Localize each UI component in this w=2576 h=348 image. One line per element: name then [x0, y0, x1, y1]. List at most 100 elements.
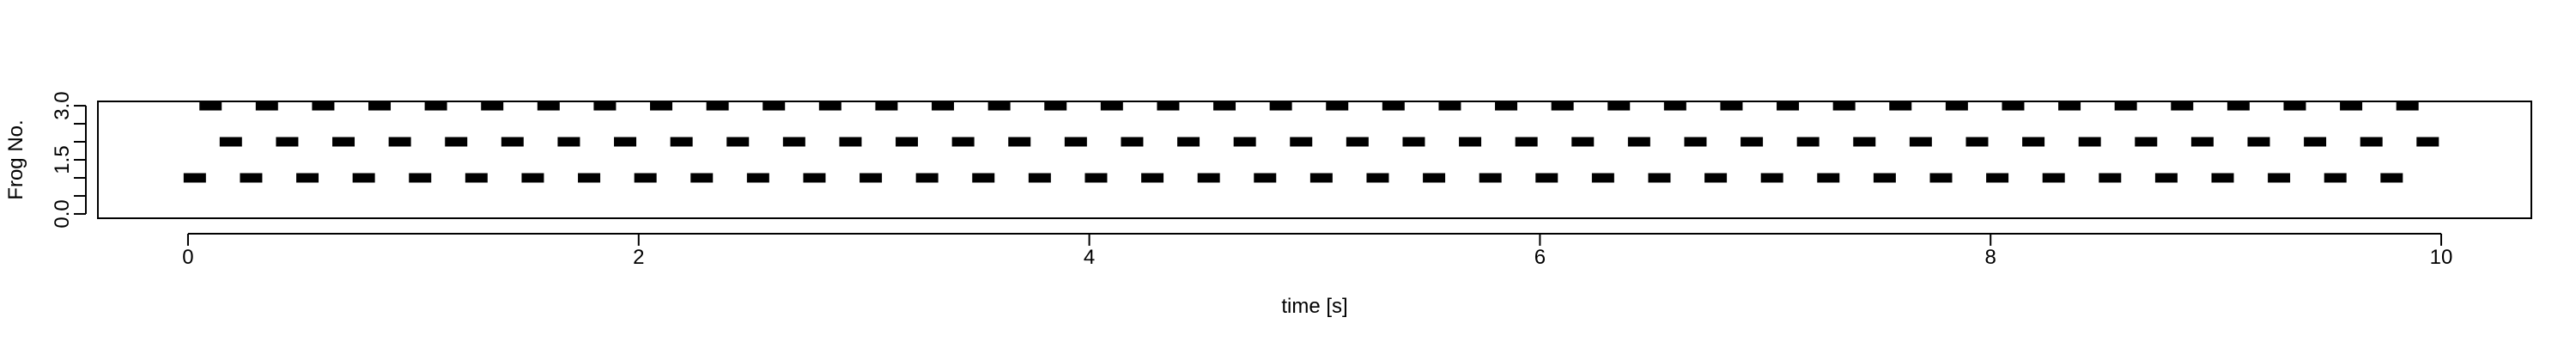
call-mark [1648, 173, 1671, 183]
call-mark [875, 101, 898, 111]
call-mark [1064, 137, 1087, 147]
call-mark [1157, 101, 1180, 111]
call-mark [1515, 137, 1538, 147]
call-mark [1084, 173, 1108, 183]
x-axis-label: time [s] [1281, 295, 1347, 318]
call-mark [219, 137, 242, 147]
call-mark [1346, 137, 1369, 147]
call-mark [803, 173, 826, 183]
call-mark [1269, 101, 1292, 111]
call-mark [2002, 101, 2025, 111]
call-mark [537, 101, 560, 111]
call-mark [593, 101, 617, 111]
call-mark [2283, 101, 2306, 111]
call-mark [2042, 173, 2065, 183]
x-tick-label: 6 [1534, 246, 1546, 269]
call-mark [2171, 101, 2194, 111]
call-mark [255, 101, 278, 111]
x-tick-label: 8 [1985, 246, 1996, 269]
call-mark [614, 137, 637, 147]
call-mark [557, 137, 580, 147]
call-mark [501, 137, 524, 147]
call-mark [312, 101, 335, 111]
marks-layer [183, 101, 2439, 183]
call-mark [1213, 101, 1236, 111]
series-frog-2 [219, 137, 2439, 147]
call-mark [1684, 137, 1707, 147]
call-mark [670, 137, 693, 147]
call-mark [1817, 173, 1840, 183]
call-mark [1873, 173, 1896, 183]
call-mark [932, 101, 955, 111]
call-mark [1760, 173, 1783, 183]
call-mark [1796, 137, 1820, 147]
call-mark [1044, 101, 1067, 111]
call-mark [1889, 101, 1912, 111]
y-tick-label: 1.5 [51, 145, 74, 174]
call-mark [1704, 173, 1728, 183]
call-mark [1571, 137, 1595, 147]
call-mark [1254, 173, 1277, 183]
call-mark [650, 101, 673, 111]
series-frog-3 [199, 101, 2419, 111]
call-mark [2268, 173, 2291, 183]
call-mark [465, 173, 488, 183]
series-frog-1 [183, 173, 2403, 183]
call-mark [782, 137, 805, 147]
x-tick-label: 10 [2430, 246, 2453, 269]
call-mark [1965, 137, 1989, 147]
call-mark [1945, 101, 1968, 111]
call-mark [1121, 137, 1144, 147]
call-mark [1551, 101, 1574, 111]
plot-area-frame [97, 101, 2532, 219]
call-mark [634, 173, 657, 183]
call-mark [726, 137, 750, 147]
call-mark [183, 173, 206, 183]
call-mark [2022, 137, 2045, 147]
call-mark [2360, 137, 2383, 147]
y-tick-label: 3.0 [51, 91, 74, 119]
call-mark [1290, 137, 1313, 147]
call-mark [2340, 101, 2363, 111]
call-mark [818, 101, 841, 111]
call-mark [2154, 173, 2178, 183]
call-mark [2114, 101, 2137, 111]
call-mark [1929, 173, 1953, 183]
call-mark [2380, 173, 2403, 183]
call-mark [1777, 101, 1800, 111]
call-mark [1853, 137, 1876, 147]
call-mark [1591, 173, 1614, 183]
call-mark [2211, 173, 2234, 183]
call-mark [1909, 137, 1932, 147]
call-mark [578, 173, 601, 183]
call-mark [1832, 101, 1856, 111]
call-mark [2099, 173, 2122, 183]
call-mark [199, 101, 222, 111]
x-tick-label: 2 [633, 246, 644, 269]
call-mark [1663, 101, 1686, 111]
call-mark [951, 137, 975, 147]
call-mark [521, 173, 544, 183]
call-mark [1028, 173, 1051, 183]
call-mark [1741, 137, 1764, 147]
call-mark [1402, 137, 1425, 147]
call-mark [1720, 101, 1743, 111]
call-mark [762, 101, 786, 111]
call-mark [424, 101, 447, 111]
call-mark [1459, 137, 1482, 147]
call-mark [1423, 173, 1446, 183]
x-tick-label: 0 [182, 246, 193, 269]
call-mark [2324, 173, 2347, 183]
y-tick-label: 0.0 [51, 199, 74, 228]
call-mark [2247, 137, 2270, 147]
call-mark [2135, 137, 2158, 147]
y-axis: 0.0 1.5 3.0 [51, 91, 87, 229]
call-mark [1627, 137, 1650, 147]
call-mark [481, 101, 504, 111]
call-mark [1197, 173, 1220, 183]
call-mark [2396, 101, 2419, 111]
call-mark [1100, 101, 1123, 111]
call-mark [409, 173, 432, 183]
